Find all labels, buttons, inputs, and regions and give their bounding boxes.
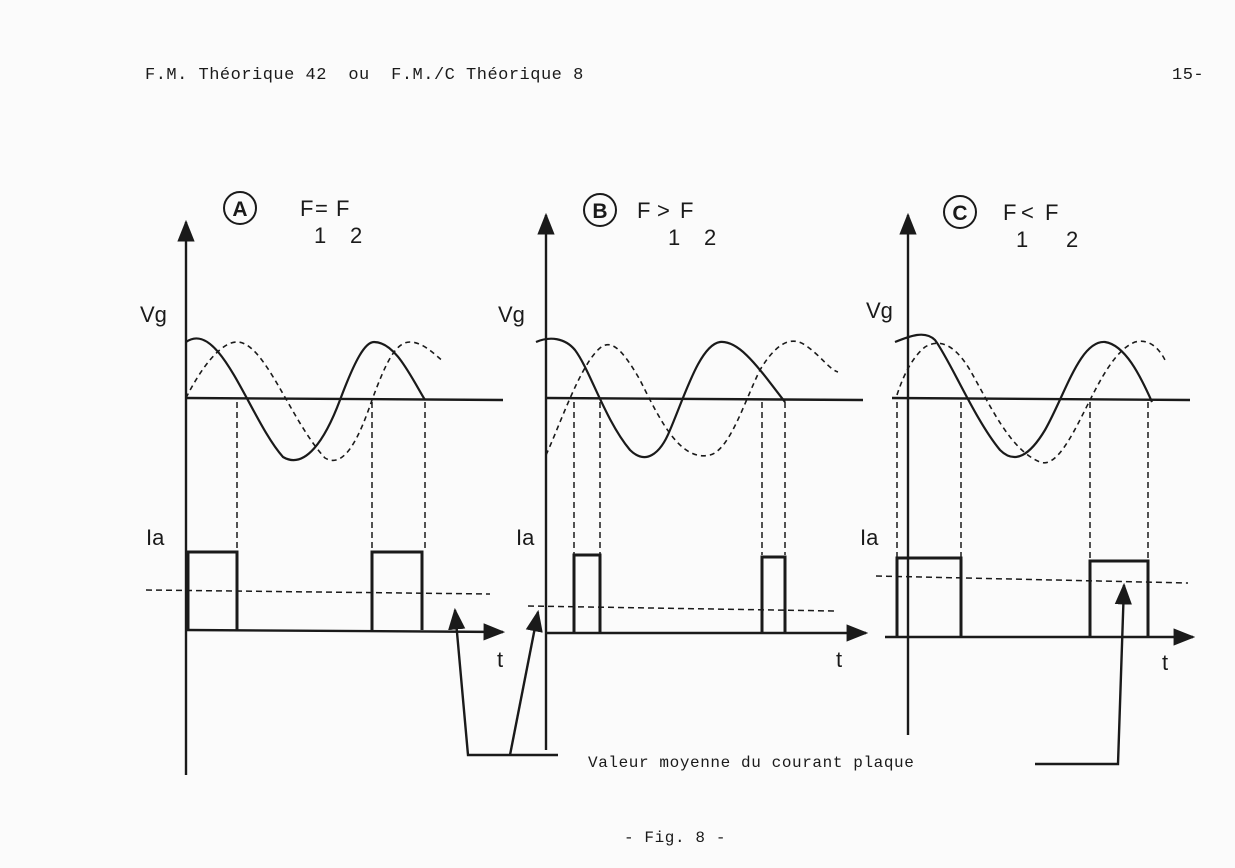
panel-a-f2-subscript: 2: [350, 223, 362, 248]
panel-c-f2: F: [1045, 200, 1058, 225]
panel-b-vg-baseline: [545, 396, 864, 402]
panel-a-relation: =: [315, 196, 328, 221]
panel-a-time-axis: [185, 623, 506, 641]
panel-a-ia-label: Ia: [146, 525, 165, 550]
panel-a-letter: A: [232, 198, 247, 221]
panel-b-average-current-line: [527, 605, 836, 612]
callout-pointer-c: [1035, 582, 1132, 766]
panel-b-vg-label: Vg: [498, 302, 525, 327]
panel-c-relation: <: [1021, 200, 1034, 225]
panel-b-f1: F: [637, 198, 650, 223]
callout-pointer-a: [448, 607, 558, 757]
panel-a-vg-label: Vg: [140, 302, 167, 327]
panel-b-f1-subscript: 1: [668, 225, 680, 250]
callout-caption: Valeur moyenne du courant plaque: [588, 754, 915, 772]
panel-b-letter-circle: [583, 193, 617, 227]
panel-c-f1-subscript: 1: [1016, 227, 1028, 252]
panel-c-current-pulse: [1088, 559, 1150, 637]
panel-c: C F < F 1 2 Vg Ia t: [860, 195, 1196, 735]
panel-a-average-current-line: [145, 589, 491, 595]
panel-b-f2: F: [680, 198, 693, 223]
panel-b-current-pulse: [760, 555, 787, 633]
panel-a-signal-f1: [185, 337, 426, 462]
panel-c-letter: C: [952, 202, 967, 225]
panel-a-f1-subscript: 1: [314, 223, 326, 248]
panel-c-letter-circle: [943, 195, 977, 229]
figure-label: - Fig. 8 -: [624, 829, 727, 847]
panel-b-letter: B: [592, 200, 607, 223]
panel-c-signal-f1: [894, 333, 1154, 459]
panel-b-relation: >: [657, 198, 670, 223]
panel-c-current-pulse: [895, 556, 963, 637]
panel-c-average-current-line: [875, 575, 1189, 584]
document-header-title: F.M. Théorique 42 ou F.M./C Théorique 8: [145, 66, 584, 85]
panel-a-f2: F: [336, 196, 349, 221]
panel-a-f1: F: [300, 196, 313, 221]
panel-c-vg-baseline: [891, 396, 1191, 402]
panel-c-vg-label: Vg: [866, 298, 893, 323]
panel-b-ia-label: Ia: [516, 525, 535, 550]
panel-a-vg-baseline: [185, 396, 504, 402]
callout-pointer-b: [508, 609, 543, 756]
panel-a: A F = F 1 2 Vg Ia t: [140, 191, 506, 775]
panel-a-letter-circle: [223, 191, 257, 225]
panel-c-f1: F: [1003, 200, 1016, 225]
panel-c-ia-label: Ia: [860, 525, 879, 550]
panel-b-signal-f1: [535, 337, 786, 459]
panel-c-signal-f2: [896, 340, 1166, 464]
panel-b-t-label: t: [836, 647, 842, 672]
panel-a-signal-f2: [185, 341, 443, 462]
average-current-callout: [448, 582, 1132, 766]
panel-c-t-label: t: [1162, 650, 1168, 675]
panel-a-current-pulse: [370, 550, 424, 630]
panel-a-t-label: t: [497, 647, 503, 672]
panel-c-f2-subscript: 2: [1066, 227, 1078, 252]
panel-b-current-pulse: [572, 553, 602, 633]
panel-b-f2-subscript: 2: [704, 225, 716, 250]
panel-b: B F > F 1 2 Vg Ia t: [498, 193, 869, 750]
page-number: 15-: [1172, 66, 1205, 85]
